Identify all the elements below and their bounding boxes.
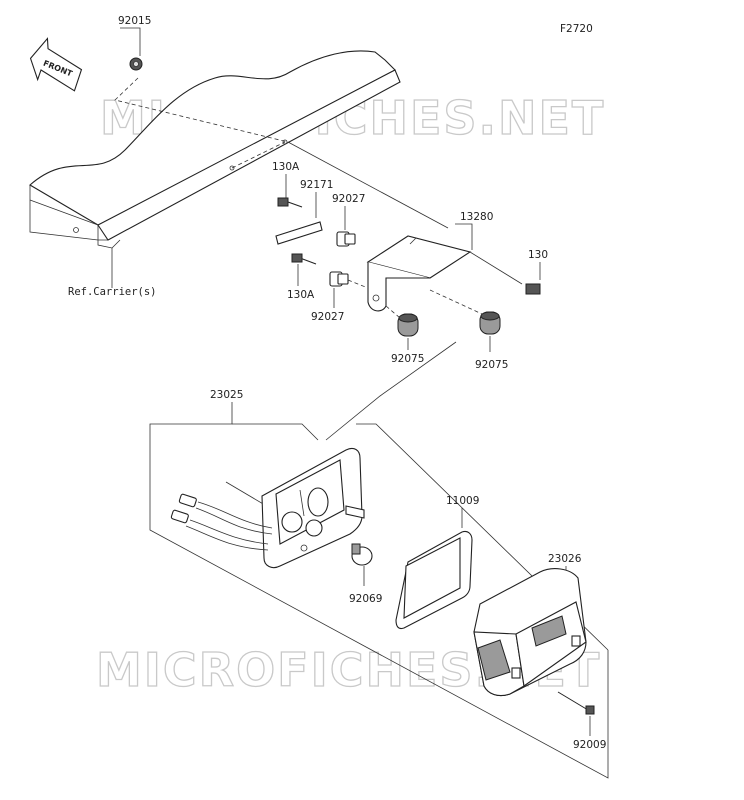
label-92075-left: 92075 <box>391 353 424 365</box>
label-92027-top: 92027 <box>332 193 365 205</box>
part-92027-bottom-collar: 92027 <box>311 271 369 323</box>
part-130-bolt: 130 <box>469 249 548 295</box>
front-arrow-icon: FRONT <box>29 37 83 92</box>
label-13280: 13280 <box>460 211 493 223</box>
label-92027-bottom: 92027 <box>311 311 344 323</box>
label-92069: 92069 <box>349 593 382 605</box>
label-92171: 92171 <box>300 179 333 191</box>
part-92009-screw: 92009 <box>557 691 606 751</box>
label-92015: 92015 <box>118 15 151 27</box>
part-92027-top-collar: 92027 <box>332 193 365 247</box>
label-11009: 11009 <box>446 495 479 507</box>
label-130a-top: 130A <box>272 161 300 173</box>
part-92075-right-grommet: 92075 <box>429 289 508 371</box>
label-130: 130 <box>528 249 548 261</box>
label-23026: 23026 <box>548 553 582 565</box>
part-130a-bottom-bolt: 130A <box>287 253 317 301</box>
carrier-reference: Ref.Carrier(s) <box>29 50 449 298</box>
part-23025-lamp-assembly: 23025 <box>149 389 609 779</box>
part-23026-lens: 23026 <box>473 553 587 697</box>
label-130a-bottom: 130A <box>287 289 315 301</box>
label-23025: 23025 <box>210 389 243 401</box>
part-92075-left-grommet: 92075 <box>385 305 424 365</box>
part-13280-bracket: 13280 <box>366 211 493 312</box>
ref-carrier-label: Ref.Carrier(s) <box>68 286 157 298</box>
part-11009-gasket: 11009 <box>395 495 479 630</box>
figure-id: F2720 <box>560 23 593 35</box>
part-92015-nut: 92015 <box>118 15 151 71</box>
label-92009: 92009 <box>573 739 606 751</box>
part-92171-plate: 92171 <box>275 179 333 245</box>
part-130a-top-bolt: 130A <box>272 161 303 208</box>
label-92075-right: 92075 <box>475 359 508 371</box>
part-92069-bulb: 92069 <box>349 543 382 605</box>
